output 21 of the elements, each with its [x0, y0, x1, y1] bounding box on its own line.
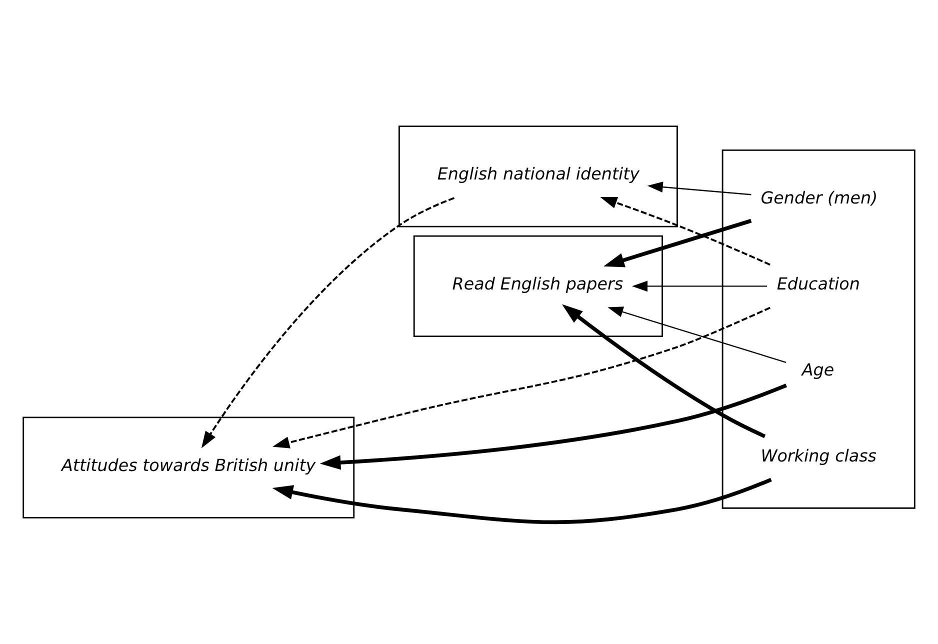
cluster: [22, 416, 355, 518]
arrow: [600, 196, 770, 266]
arrow: [320, 384, 788, 470]
node-text: Working class: [760, 445, 877, 466]
node-text: Age: [802, 359, 834, 380]
arrow: [272, 306, 770, 448]
arrow: [632, 280, 768, 292]
node-text: Gender (men): [760, 188, 878, 208]
arrow: [603, 218, 752, 268]
cluster: [722, 149, 916, 509]
arrow: [201, 197, 455, 448]
arrow: [647, 182, 752, 196]
node-text: English national identity: [437, 164, 640, 184]
node-text: Attitudes towards British unity: [62, 454, 316, 475]
arrow: [562, 304, 766, 438]
cluster: [413, 235, 663, 338]
node-text: Education: [776, 273, 860, 294]
node-text: Read English papers: [452, 273, 624, 294]
cluster: [398, 126, 678, 228]
arrow: [608, 306, 786, 363]
arrow: [272, 478, 772, 524]
